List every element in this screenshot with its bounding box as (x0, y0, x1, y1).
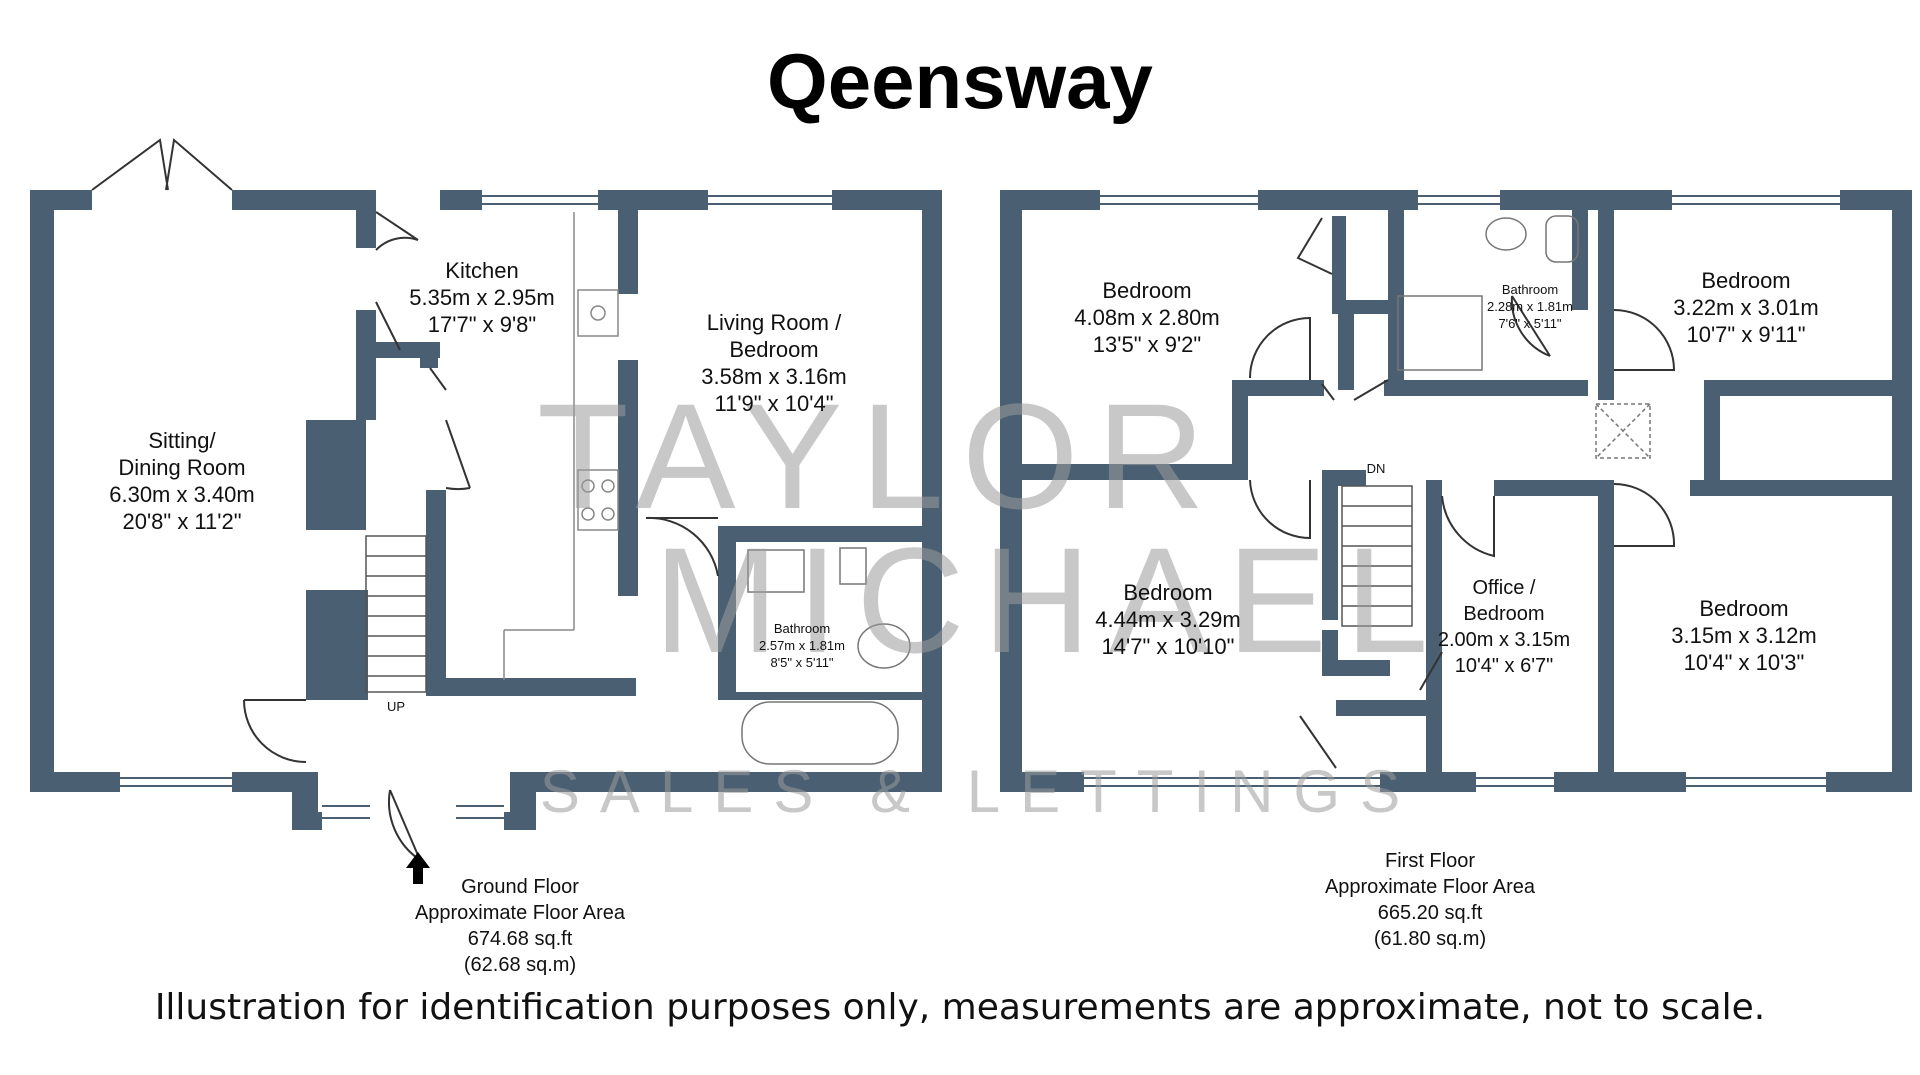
living-name-1: Living Room / (707, 310, 842, 335)
bedroom-c-name: Bedroom (1123, 580, 1212, 605)
first-floor-label: First Floor (1385, 850, 1475, 872)
page-title: Qeensway (767, 37, 1153, 125)
bedroom-a-imperial: 13'5" x 9'2" (1093, 332, 1201, 357)
bedroom-b-metric: 3.22m x 3.01m (1673, 295, 1819, 320)
watermark-line-3: SALES & LETTINGS (540, 758, 1420, 825)
shower-icon (1397, 295, 1483, 371)
bedroom-d-name: Bedroom (1699, 596, 1788, 621)
kitchen-units (503, 212, 619, 680)
ground-room-labels: Sitting/ Dining Room 6.30m x 3.40m 20'8"… (109, 258, 847, 714)
first-floor-sqft: 665.20 sq.ft (1377, 902, 1483, 924)
entrance-arrow-icon (406, 852, 430, 884)
ground-bath-metric: 2.57m x 1.81m (759, 638, 845, 653)
ground-floor-walls (30, 190, 942, 830)
dn-label: DN (1367, 461, 1386, 476)
kitchen-metric: 5.35m x 2.95m (409, 285, 555, 310)
sink-drain-icon (590, 305, 606, 321)
first-room-labels: Bedroom 4.08m x 2.80m 13'5" x 9'2" Bathr… (1074, 268, 1819, 677)
bedroom-c-metric: 4.44m x 3.29m (1095, 607, 1241, 632)
bedroom-a-name: Bedroom (1102, 278, 1191, 303)
watermark-line-2: MICHAEL (654, 516, 1447, 684)
first-bath-name: Bathroom (1502, 282, 1558, 297)
living-metric: 3.58m x 3.16m (701, 364, 847, 389)
ground-floor-plan (30, 138, 942, 861)
first-floor-windows (1084, 195, 1840, 787)
kitchen-imperial: 17'7" x 9'8" (428, 312, 536, 337)
first-floor-plan (1000, 190, 1912, 792)
first-bathroom-fixtures (1397, 215, 1651, 459)
sitting-name-1: Sitting/ (148, 428, 216, 453)
ground-floor-stairs (365, 535, 427, 693)
ground-floor-area-label: Approximate Floor Area (414, 902, 626, 924)
office-metric: 2.00m x 3.15m (1438, 629, 1570, 651)
ground-floor-area: Ground Floor Approximate Floor Area 674.… (370, 874, 670, 978)
hob-icon (577, 469, 619, 531)
living-name-2: Bedroom (729, 337, 818, 362)
first-floor-area: First Floor Approximate Floor Area 665.2… (1280, 848, 1580, 952)
living-imperial: 11'9" x 10'4" (714, 391, 833, 416)
toilet-icon (1545, 215, 1579, 263)
loft-hatch-icon (1595, 403, 1651, 459)
ground-floor-doors (91, 138, 719, 861)
first-bath-imperial: 7'6" x 5'11" (1498, 316, 1561, 331)
toilet-icon (839, 547, 867, 585)
bath-icon (741, 701, 899, 765)
ground-floor-windows (120, 195, 832, 819)
sink-icon (577, 289, 619, 337)
first-floor-doors (1249, 217, 1676, 769)
office-name-2: Bedroom (1463, 603, 1544, 625)
bedroom-b-name: Bedroom (1701, 268, 1790, 293)
first-floor-stairs (1341, 485, 1413, 627)
bedroom-d-metric: 3.15m x 3.12m (1671, 623, 1817, 648)
ground-floor-sqm: (62.68 sq.m) (463, 954, 577, 976)
first-floor-walls (1000, 190, 1912, 792)
bedroom-c-imperial: 14'7" x 10'10" (1102, 634, 1235, 659)
shower-icon (747, 549, 805, 593)
ground-floor-label: Ground Floor (461, 876, 579, 898)
ground-bath-name: Bathroom (774, 621, 830, 636)
bedroom-b-imperial: 10'7" x 9'11" (1686, 322, 1805, 347)
watermark-line-1: TAYLOR (537, 372, 1223, 540)
ground-bath-imperial: 8'5" x 5'11" (770, 655, 833, 670)
ground-bathroom-fixtures (741, 547, 911, 765)
sitting-name-2: Dining Room (118, 455, 245, 480)
sitting-metric: 6.30m x 3.40m (109, 482, 255, 507)
basin-icon (857, 623, 911, 669)
kitchen-name: Kitchen (445, 258, 518, 283)
disclaimer: Illustration for identification purposes… (154, 987, 1766, 1028)
first-bath-metric: 2.28m x 1.81m (1487, 299, 1573, 314)
first-floor-sqm: (61.80 sq.m) (1373, 928, 1487, 950)
office-name-1: Office / (1473, 577, 1536, 599)
ground-floor-sqft: 674.68 sq.ft (467, 928, 573, 950)
bedroom-d-imperial: 10'4" x 10'3" (1684, 650, 1805, 675)
first-floor-area-label: Approximate Floor Area (1324, 876, 1536, 898)
basin-icon (1485, 217, 1527, 251)
up-label: UP (387, 699, 405, 714)
watermark: TAYLOR MICHAEL SALES & LETTINGS (537, 372, 1447, 825)
sitting-imperial: 20'8" x 11'2" (122, 509, 241, 534)
office-imperial: 10'4" x 6'7" (1455, 655, 1554, 677)
bedroom-a-metric: 4.08m x 2.80m (1074, 305, 1220, 330)
